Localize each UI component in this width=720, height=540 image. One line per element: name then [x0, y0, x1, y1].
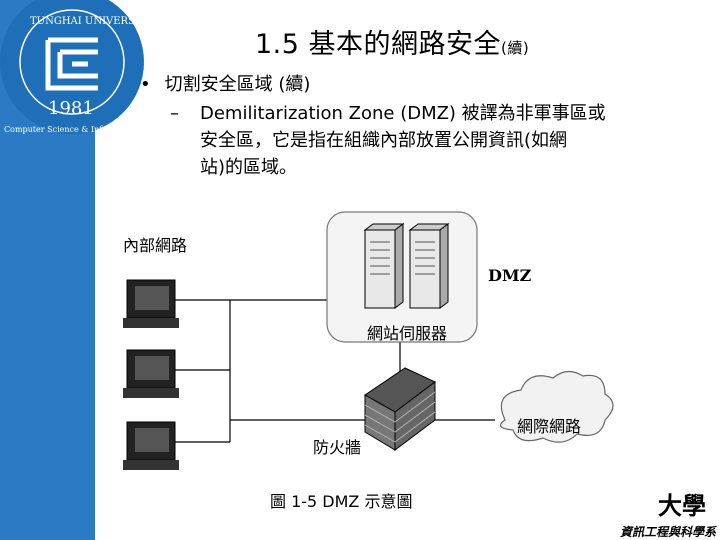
bullet-point: • 切割安全區域 (續) [140, 70, 310, 96]
sub-line-2: 安全區，它是指在組織內部放置公開資訊(如網 [200, 130, 568, 151]
slide-title: 1.5 基本的網路安全(續) [255, 22, 529, 61]
logo-university-text: TUNGHAI UNIVERSITY [30, 16, 150, 27]
corner-text-bottom: 資訊工程與科學系 [620, 525, 717, 539]
corner-text-top: 大學 [658, 492, 706, 520]
dmz-diagram: 內部網路 DMZ 網站伺服器 防火牆 網際網路 [95, 200, 625, 525]
title-suffix: (續) [501, 39, 530, 57]
web-server-label: 網站伺服器 [367, 324, 448, 343]
sub-line-1: Demilitarization Zone (DMZ) 被譯為非軍事區或 [200, 103, 606, 124]
figure-caption: 圖 1-5 DMZ 示意圖 [270, 492, 413, 511]
university-logo: TUNGHAI UNIVERSITY 1981 Computer Science… [0, 0, 150, 134]
server-icon [363, 223, 405, 309]
bullet-text: 切割安全區域 (續) [164, 74, 311, 95]
sub-bullet-marker: – [170, 103, 179, 124]
logo-department-text: Computer Science & Information Engineeri… [4, 125, 150, 134]
internet-cloud-icon [499, 370, 614, 443]
computer-icon [123, 279, 179, 328]
bullet-marker: • [140, 74, 151, 95]
dmz-diagram-graphic [123, 211, 614, 470]
department-logo: 大學 資訊工程與科學系 [620, 492, 717, 539]
computer-icon [123, 349, 179, 398]
logo-year-text: 1981 [48, 98, 94, 119]
computer-icon [123, 421, 179, 470]
firewall-label: 防火牆 [313, 438, 362, 457]
internal-network-label: 內部網路 [123, 236, 188, 255]
server-icon [408, 223, 450, 309]
sub-line-3: 站)的區域。 [200, 157, 298, 178]
dmz-label: DMZ [488, 266, 532, 285]
sub-bullet: – Demilitarization Zone (DMZ) 被譯為非軍事區或 安… [170, 100, 710, 181]
firewall-icon [364, 367, 436, 451]
title-main: 1.5 基本的網路安全 [255, 29, 502, 60]
internet-label: 網際網路 [517, 417, 582, 436]
